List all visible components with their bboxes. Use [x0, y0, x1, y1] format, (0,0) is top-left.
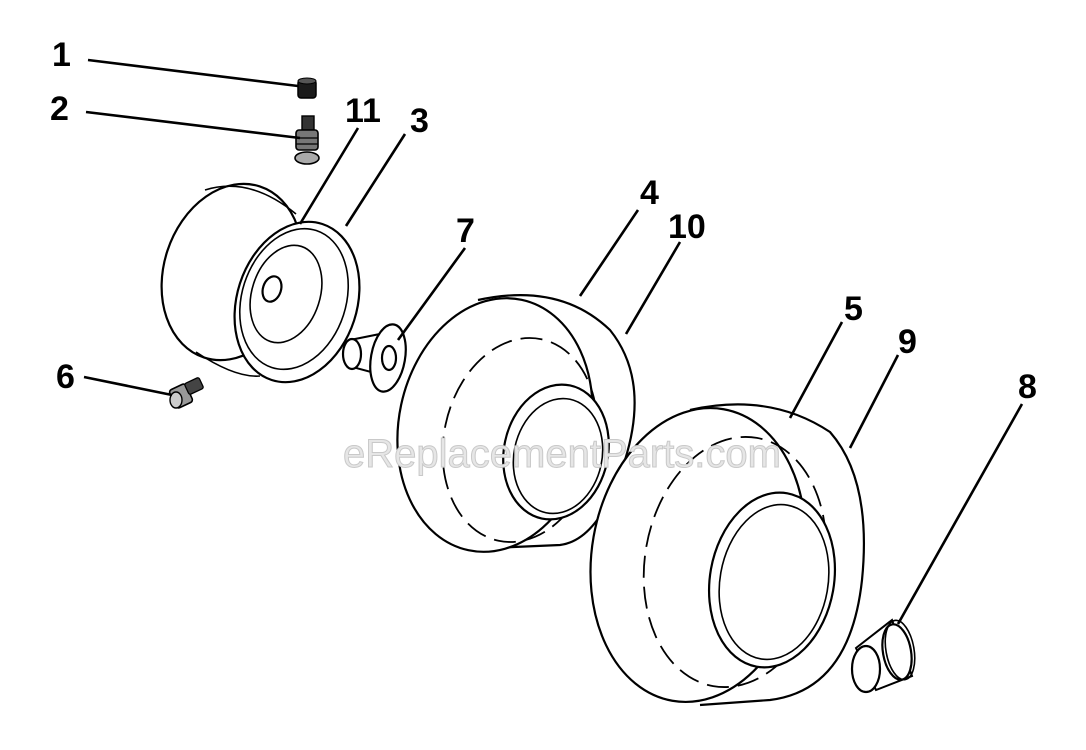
callout-7: 7: [456, 212, 475, 250]
callout-2: 2: [50, 90, 69, 128]
callout-labels: 1 2 11 3 4 10 7 5 9 8 6: [50, 36, 1037, 406]
part-8-hub-cap: [850, 618, 916, 694]
leader-11: [298, 127, 360, 225]
leader-4: [578, 209, 640, 297]
callout-10: 10: [668, 208, 706, 246]
leader-1: [87, 58, 299, 88]
callout-1: 1: [52, 36, 71, 74]
callout-8: 8: [1018, 368, 1037, 406]
callout-3: 3: [410, 102, 429, 140]
leader-9: [848, 354, 900, 449]
callout-5: 5: [844, 290, 863, 328]
part-7-bushing: [341, 323, 407, 393]
leader-7: [396, 247, 467, 341]
part-3-wheel-rim: [160, 182, 361, 384]
leader-8: [896, 403, 1024, 625]
leader-2: [85, 110, 301, 140]
watermark-text: eReplacementParts.com: [343, 432, 781, 476]
part-1-valve-cap: [297, 77, 317, 99]
part-6-grease-fitting: [168, 377, 204, 409]
leader-lines: [83, 58, 1024, 625]
callout-11: 11: [345, 92, 381, 130]
part-4-tire: [396, 294, 636, 553]
leader-5: [788, 321, 844, 419]
part-2-valve-stem: [294, 115, 320, 165]
part-5-tire: [589, 403, 865, 707]
callout-4: 4: [640, 174, 659, 212]
leader-3: [344, 133, 407, 227]
leader-10: [624, 241, 682, 335]
callout-6: 6: [56, 358, 75, 396]
callout-9: 9: [898, 323, 917, 361]
leader-6: [83, 375, 173, 397]
